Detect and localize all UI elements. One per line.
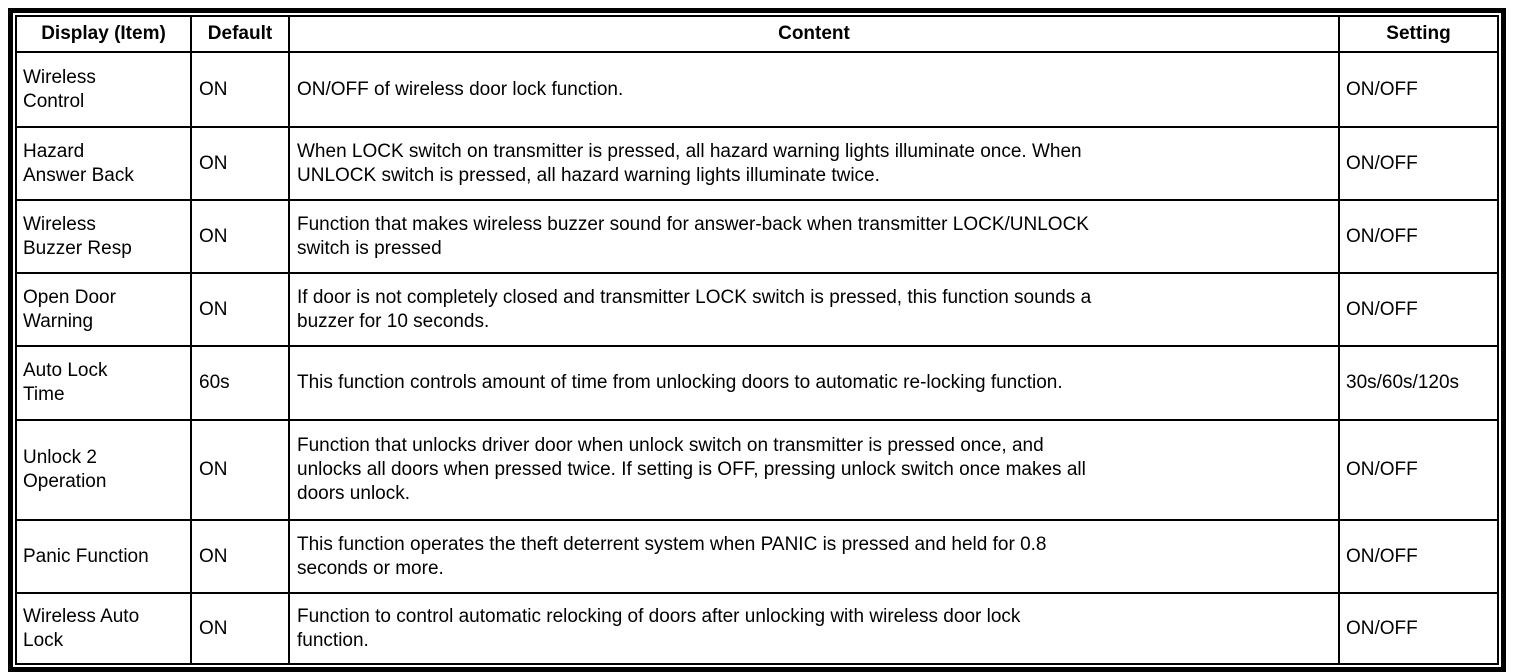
cell-content: Function that unlocks driver door when u… [288, 419, 1340, 521]
cell-content: When LOCK switch on transmitter is press… [288, 126, 1340, 201]
cell-item: Hazard Answer Back [15, 126, 192, 201]
cell-default: ON [190, 199, 290, 274]
cell-setting: ON/OFF [1338, 272, 1499, 347]
cell-item: Unlock 2 Operation [15, 419, 192, 521]
wireless-door-lock-settings-table: Display (Item) Default Content Setting W… [15, 15, 1499, 665]
column-header-content: Content [288, 15, 1340, 53]
settings-table-frame: Display (Item) Default Content Setting W… [8, 8, 1506, 672]
cell-item: Wireless Buzzer Resp [15, 199, 192, 274]
cell-setting: ON/OFF [1338, 592, 1499, 665]
cell-content: Function that makes wireless buzzer soun… [288, 199, 1340, 274]
cell-default: ON [190, 592, 290, 665]
cell-setting: 30s/60s/120s [1338, 345, 1499, 421]
cell-item: Open Door Warning [15, 272, 192, 347]
cell-setting: ON/OFF [1338, 199, 1499, 274]
cell-content: ON/OFF of wireless door lock function. [288, 51, 1340, 128]
cell-default: ON [190, 419, 290, 521]
cell-content: If door is not completely closed and tra… [288, 272, 1340, 347]
cell-content: This function operates the theft deterre… [288, 519, 1340, 594]
column-header-setting: Setting [1338, 15, 1499, 53]
cell-item: Wireless Control [15, 51, 192, 128]
cell-setting: ON/OFF [1338, 51, 1499, 128]
cell-content: This function controls amount of time fr… [288, 345, 1340, 421]
cell-content: Function to control automatic relocking … [288, 592, 1340, 665]
cell-setting: ON/OFF [1338, 419, 1499, 521]
cell-default: ON [190, 51, 290, 128]
cell-item: Panic Function [15, 519, 192, 594]
cell-item: Wireless Auto Lock [15, 592, 192, 665]
cell-setting: ON/OFF [1338, 519, 1499, 594]
cell-item: Auto Lock Time [15, 345, 192, 421]
cell-default: 60s [190, 345, 290, 421]
cell-setting: ON/OFF [1338, 126, 1499, 201]
column-header-default: Default [190, 15, 290, 53]
header-row: Display (Item) Default Content Setting [15, 15, 1499, 53]
column-header-display-item: Display (Item) [15, 15, 192, 53]
cell-default: ON [190, 126, 290, 201]
cell-default: ON [190, 272, 290, 347]
cell-default: ON [190, 519, 290, 594]
